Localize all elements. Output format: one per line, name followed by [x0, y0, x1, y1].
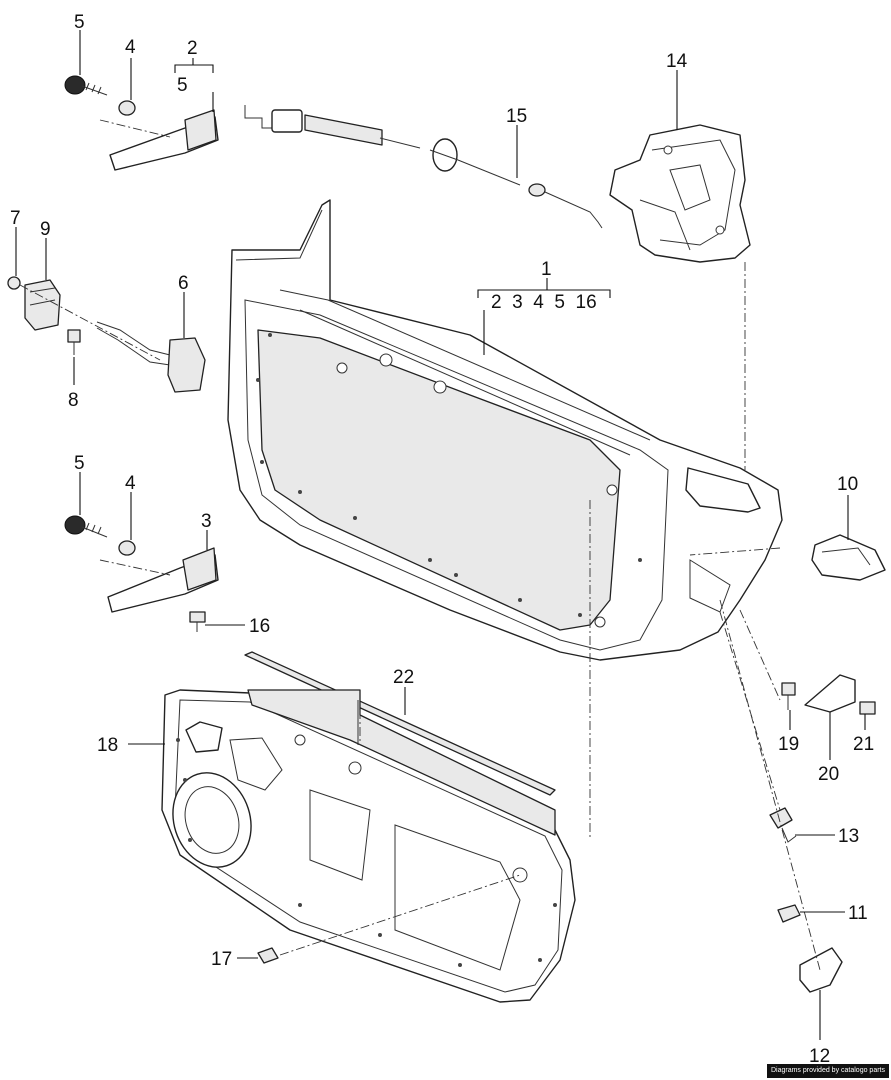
callout-20: 20 [818, 764, 839, 785]
callout-11: 11 [848, 903, 868, 924]
callout-2-sub: 5 [177, 75, 188, 96]
callout-12: 12 [809, 1046, 830, 1067]
exterior-small-parts [257, 534, 886, 993]
window-seal-strip [244, 651, 556, 836]
callout-19: 19 [778, 734, 799, 755]
callout-18: 18 [97, 735, 118, 756]
callout-1: 1 [541, 259, 552, 280]
callout-15: 15 [506, 106, 527, 127]
leader-lines [15, 30, 866, 1040]
credit-badge: Diagrams provided by catalogo parts [767, 1064, 889, 1078]
callout-10: 10 [837, 474, 858, 495]
callout-6: 6 [178, 273, 189, 294]
callout-5-upper: 5 [74, 12, 85, 33]
callout-14: 14 [666, 51, 688, 72]
callout-17: 17 [211, 949, 232, 970]
callout-labels: 5 4 2 5 7 9 6 8 5 4 3 16 15 14 1 2 3 4 5… [10, 12, 874, 1067]
alignment-lines [19, 119, 821, 971]
callout-8: 8 [68, 390, 79, 411]
callout-13: 13 [838, 826, 859, 847]
inner-door-panel [161, 689, 576, 1003]
door-shell [227, 199, 783, 661]
callout-4-upper: 4 [125, 37, 136, 58]
callout-21: 21 [853, 734, 874, 755]
callout-7: 7 [10, 208, 21, 229]
release-cable [244, 105, 603, 229]
callout-22: 22 [393, 667, 414, 688]
callout-3: 3 [201, 511, 212, 532]
door-check-lower [64, 515, 219, 632]
door-lock [609, 124, 751, 263]
callout-1-sub: 2 3 4 5 16 [491, 292, 597, 313]
door-check-upper [64, 75, 219, 171]
wiring-harness-assembly [7, 276, 206, 393]
callout-4-lower: 4 [125, 473, 136, 494]
callout-16: 16 [249, 616, 270, 637]
callout-2: 2 [187, 38, 198, 59]
callout-9: 9 [40, 219, 51, 240]
callout-5-lower: 5 [74, 453, 85, 474]
